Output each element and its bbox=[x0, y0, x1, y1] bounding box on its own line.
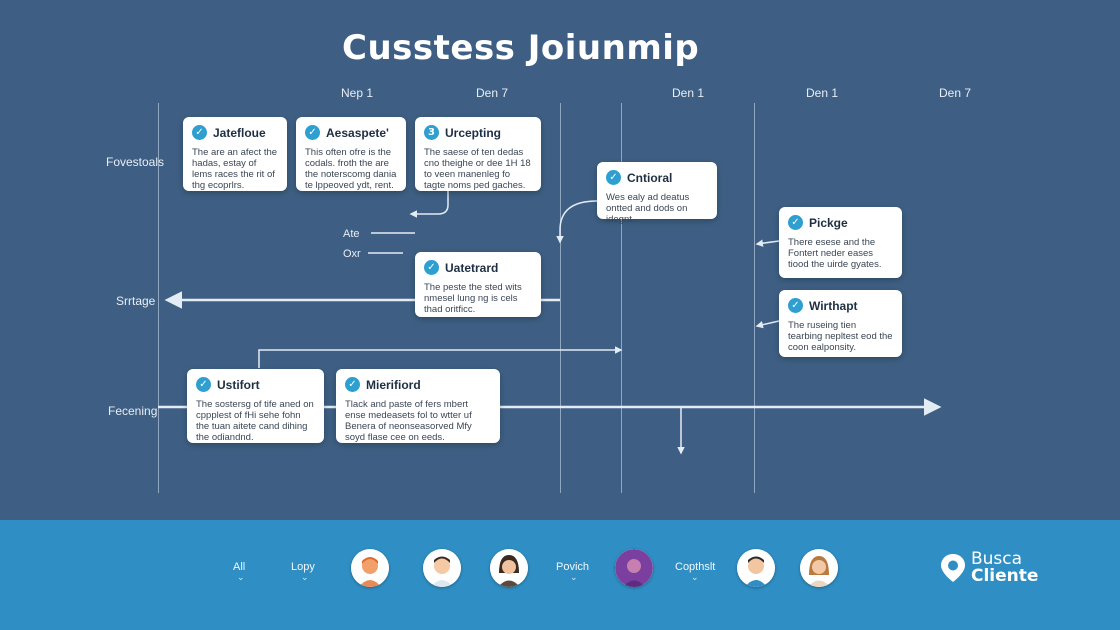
elbow-arrow bbox=[258, 346, 623, 368]
journey-card[interactable]: ✓ Mierifiord Tlack and paste of fers mber… bbox=[336, 369, 500, 443]
check-icon: ✓ bbox=[196, 377, 211, 392]
check-icon: ✓ bbox=[788, 215, 803, 230]
card-title: Urcepting bbox=[445, 125, 502, 140]
brand-logo: Busca Cliente bbox=[940, 551, 1038, 585]
card-body: The are an afect the hadas, estay of lem… bbox=[192, 147, 278, 191]
chevron-down-icon: ⌄ bbox=[237, 572, 245, 582]
journey-card[interactable]: ✓ Pickge There esese and the Fontert nede… bbox=[779, 207, 902, 278]
column-header: Den 7 bbox=[939, 86, 972, 100]
nav-item-lopy[interactable]: Lopy bbox=[291, 561, 315, 573]
avatar[interactable] bbox=[351, 549, 389, 587]
card-title: Ustifort bbox=[217, 377, 260, 392]
avatar[interactable] bbox=[737, 549, 775, 587]
row-label: Fovestoals bbox=[106, 155, 165, 169]
card-title: Pickge bbox=[809, 215, 848, 230]
chevron-down-icon: ⌄ bbox=[570, 572, 578, 582]
journey-card[interactable]: ✓ Jatefloue The are an afect the hadas, e… bbox=[183, 117, 287, 191]
column-header: Den 1 bbox=[806, 86, 839, 100]
check-icon: ✓ bbox=[788, 298, 803, 313]
check-icon: ✓ bbox=[305, 125, 320, 140]
card-title: Mierifiord bbox=[366, 377, 421, 392]
card-body: Tlack and paste of fers mbert ense medea… bbox=[345, 399, 472, 443]
card-title: Jatefloue bbox=[213, 125, 266, 140]
avatar[interactable] bbox=[615, 549, 653, 587]
grid-line bbox=[158, 103, 159, 493]
row-label: Srrtage bbox=[116, 294, 156, 308]
step-number-icon: 3 bbox=[424, 125, 439, 140]
column-header: Den 7 bbox=[476, 86, 509, 100]
pointer-arrow bbox=[755, 239, 780, 247]
page-title: Cusstess Joiunmip bbox=[342, 28, 700, 68]
nav-item-copthslt[interactable]: Copthslt bbox=[675, 561, 716, 573]
card-title: Wirthapt bbox=[809, 298, 858, 313]
grid-line bbox=[754, 103, 755, 493]
bottom-bar bbox=[0, 520, 1120, 630]
chevron-down-icon: ⌄ bbox=[301, 572, 309, 582]
curved-arrow bbox=[556, 200, 598, 244]
chevron-down-icon: ⌄ bbox=[691, 572, 699, 582]
column-header: Den 1 bbox=[672, 86, 705, 100]
check-icon: ✓ bbox=[192, 125, 207, 140]
brand-line-1: Busca bbox=[971, 549, 1023, 569]
journey-card[interactable]: 3 Urcepting The saese of ten dedas cno th… bbox=[415, 117, 541, 191]
check-icon: ✓ bbox=[424, 260, 439, 275]
journey-card[interactable]: ✓ Ustifort The sostersg of tife aned on c… bbox=[187, 369, 324, 443]
curved-arrow bbox=[409, 190, 449, 218]
card-body: The ruseing tien tearbing nepltest eod t… bbox=[788, 320, 893, 353]
card-title: Uatetrard bbox=[445, 260, 499, 275]
location-pin-icon bbox=[941, 554, 965, 582]
card-body: There esese and the Fontert neder eases … bbox=[788, 237, 882, 270]
journey-card[interactable]: ✓ Uatetrard The peste the sted wits nmese… bbox=[415, 252, 541, 317]
card-body: The sostersg of tife aned on cppplest of… bbox=[196, 399, 314, 443]
brand-line-2: Cliente bbox=[971, 566, 1039, 586]
row-label: Fecening bbox=[108, 404, 158, 418]
avatar[interactable] bbox=[800, 549, 838, 587]
journey-card[interactable]: ✓ Wirthapt The ruseing tien tearbing nepl… bbox=[779, 290, 902, 357]
card-title: Cntioral bbox=[627, 170, 673, 185]
journey-card[interactable]: ✓ Cntioral Wes ealy ad deatus ontted and … bbox=[597, 162, 717, 225]
avatar[interactable] bbox=[490, 549, 528, 587]
grid-line bbox=[621, 103, 622, 493]
nav-item-all[interactable]: All bbox=[233, 561, 246, 573]
nav-item-povich[interactable]: Povich bbox=[556, 561, 590, 573]
card-body: The saese of ten dedas cno theighe or de… bbox=[424, 147, 531, 191]
card-body: The peste the sted wits nmesel lung ng i… bbox=[424, 282, 522, 315]
check-icon: ✓ bbox=[606, 170, 621, 185]
avatar[interactable] bbox=[423, 549, 461, 587]
mini-label: Oxr bbox=[343, 248, 361, 260]
mini-label: Ate bbox=[343, 228, 360, 240]
card-body: Wes ealy ad deatus ontted and dods on id… bbox=[606, 192, 690, 225]
column-header: Nep 1 bbox=[341, 86, 374, 100]
card-body: This often ofre is the codals. froth the… bbox=[305, 147, 397, 191]
pointer-arrow bbox=[755, 320, 780, 329]
card-title: Aesaspete' bbox=[326, 125, 389, 140]
check-icon: ✓ bbox=[345, 377, 360, 392]
grid-line bbox=[560, 103, 561, 493]
journey-card[interactable]: ✓ Aesaspete' This often ofre is the codal… bbox=[296, 117, 406, 191]
